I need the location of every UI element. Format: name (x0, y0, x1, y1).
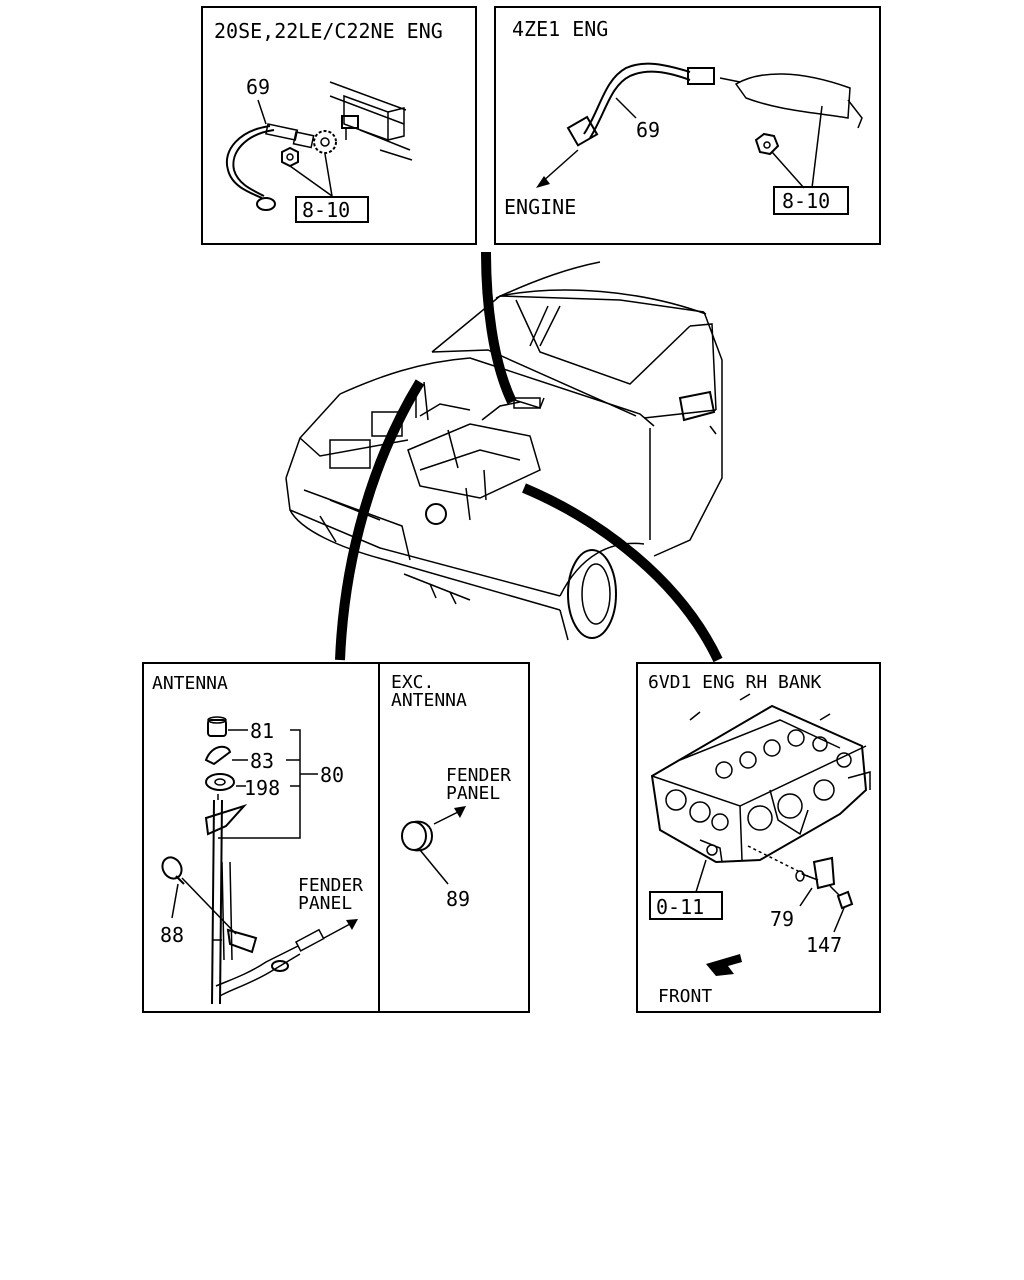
seal-hole (214, 778, 226, 786)
pointer-antenna (335, 379, 425, 661)
leader-8-10-4ze1-b (811, 105, 823, 189)
leader-0-11 (695, 859, 707, 893)
panel-20se-frame (201, 6, 477, 245)
fender-direction-line (323, 923, 351, 939)
panel-4ze1-frame (494, 6, 881, 245)
callout-89: 89 (446, 887, 470, 911)
engine-block-corner (329, 81, 413, 161)
bracket-and-bolt-drawing (747, 845, 854, 910)
fender-label-line2: PANEL (298, 893, 352, 914)
leader-69 (257, 99, 267, 125)
front-arrow-icon (706, 954, 742, 976)
callout-box-0-11 (649, 891, 723, 920)
callout-147: 147 (806, 933, 842, 957)
pointer-4ze1 (481, 251, 517, 405)
leader-147 (833, 907, 845, 933)
callout-198: 198 (244, 776, 280, 800)
callout-81: 81 (250, 719, 274, 743)
leader-8-10-b (324, 153, 333, 197)
ground-cable-drawing (225, 123, 315, 211)
leader-79 (799, 887, 813, 907)
harness-cable-drawing (566, 62, 863, 147)
callout-83: 83 (250, 749, 274, 773)
panel-4ze1-engine: 4ZE1 ENG ENGINE 69 8-10 (494, 6, 881, 245)
antenna-nut-drawing (207, 716, 227, 737)
engine-direction-label: ENGINE (504, 195, 576, 219)
exc-fender-direction-line (433, 811, 459, 825)
antenna-bolt-drawing (161, 856, 258, 954)
callout-79: 79 (770, 907, 794, 931)
panel-exc-antenna-frame (378, 662, 530, 1013)
exc-fender-label-line2: PANEL (446, 783, 500, 804)
callout-0-11: 0-11 (656, 895, 704, 919)
panel-20se-engine: 20SE,22LE/C22NE ENG 69 (201, 6, 477, 245)
panel-6vd1-frame (636, 662, 881, 1013)
callout-88: 88 (160, 923, 184, 947)
fender-direction-arrowhead (346, 919, 358, 930)
callout-69-cable: 69 (246, 75, 270, 99)
pointer-6vd1 (522, 483, 723, 663)
leader-89 (419, 849, 449, 885)
engine-direction-line (541, 149, 579, 183)
callout-8-10-4ze1: 8-10 (782, 189, 830, 213)
nut-hole (763, 141, 771, 149)
leader-88 (171, 883, 179, 919)
callout-80: 80 (320, 763, 344, 787)
nut-drawing (754, 132, 780, 156)
panel-exc-title-line1: EXC. (391, 672, 434, 693)
leader-69-4ze1 (615, 97, 637, 119)
exc-fender-label-line1: FENDER (446, 765, 511, 786)
leader-8-10-a (289, 165, 333, 197)
antenna-seal-drawing (205, 773, 235, 791)
antenna-mast-drawing (204, 794, 325, 1005)
vehicle-illustration (285, 261, 723, 641)
panel-antenna-title: ANTENNA (152, 673, 228, 694)
bracket-80 (218, 729, 301, 839)
antenna-washer-drawing (204, 745, 232, 766)
panel-4ze1-title: 4ZE1 ENG (512, 17, 608, 41)
panel-6vd1-title: 6VD1 ENG RH BANK (648, 672, 822, 693)
fasteners-drawing (281, 115, 359, 168)
cylinder-head-drawing (650, 693, 871, 864)
callout-box-8-10 (295, 196, 369, 223)
panel-antenna: ANTENNA 81 83 198 80 (142, 662, 380, 1013)
front-direction-label: FRONT (658, 986, 712, 1007)
callout-box-8-10-4ze1 (773, 186, 849, 215)
panel-20se-title: 20SE,22LE/C22NE ENG (214, 19, 443, 43)
fender-label-line1: FENDER (298, 875, 363, 896)
engine-direction-arrowhead (536, 176, 550, 188)
panel-exc-title-line2: ANTENNA (391, 690, 467, 711)
callout-8-10: 8-10 (302, 198, 350, 222)
plug-drawing (401, 820, 434, 852)
panel-exc-antenna: EXC. ANTENNA FENDER PANEL 89 (378, 662, 530, 1013)
leader-8-10-4ze1-a (771, 151, 805, 189)
callout-69-4ze1: 69 (636, 118, 660, 142)
exc-fender-direction-arrowhead (454, 806, 466, 818)
panel-6vd1-engine: 6VD1 ENG RH BANK (636, 662, 881, 1013)
